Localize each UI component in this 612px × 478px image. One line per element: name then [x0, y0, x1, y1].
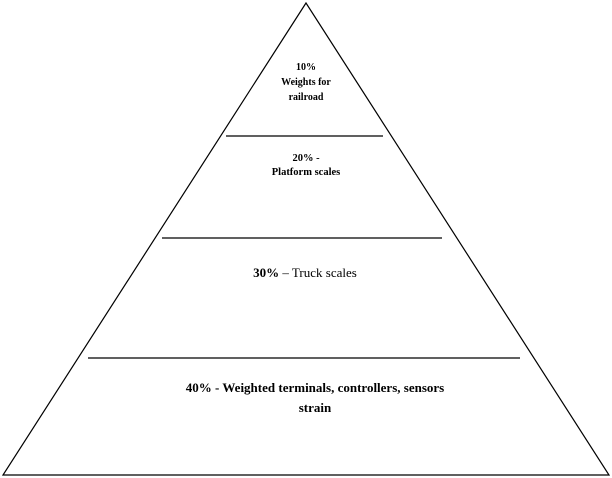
- tier-description-line: strain: [298, 400, 332, 415]
- tier-description-line: Weights for: [281, 77, 331, 88]
- tier-description-line: Weighted terminals, controllers, sensors: [222, 380, 445, 395]
- tier-label-platform-scales: 20% - Platform scales: [196, 152, 416, 180]
- tier-percent: 10%: [296, 62, 316, 73]
- tier-description-line: railroad: [288, 92, 324, 103]
- tier-label-weighted-terminals: 40% - Weighted terminals, controllers, s…: [110, 378, 520, 418]
- tier-description-line: – Truck scales: [282, 265, 357, 280]
- tier-percent: 30%: [253, 265, 280, 280]
- tier-label-truck-scales: 30% – Truck scales: [160, 264, 450, 282]
- tier-label-railroad: 10% Weights for railroad: [226, 60, 386, 105]
- tier-percent: 40% -: [185, 380, 220, 395]
- tier-description-line: Platform scales: [271, 167, 341, 178]
- tier-percent: 20% -: [292, 153, 320, 164]
